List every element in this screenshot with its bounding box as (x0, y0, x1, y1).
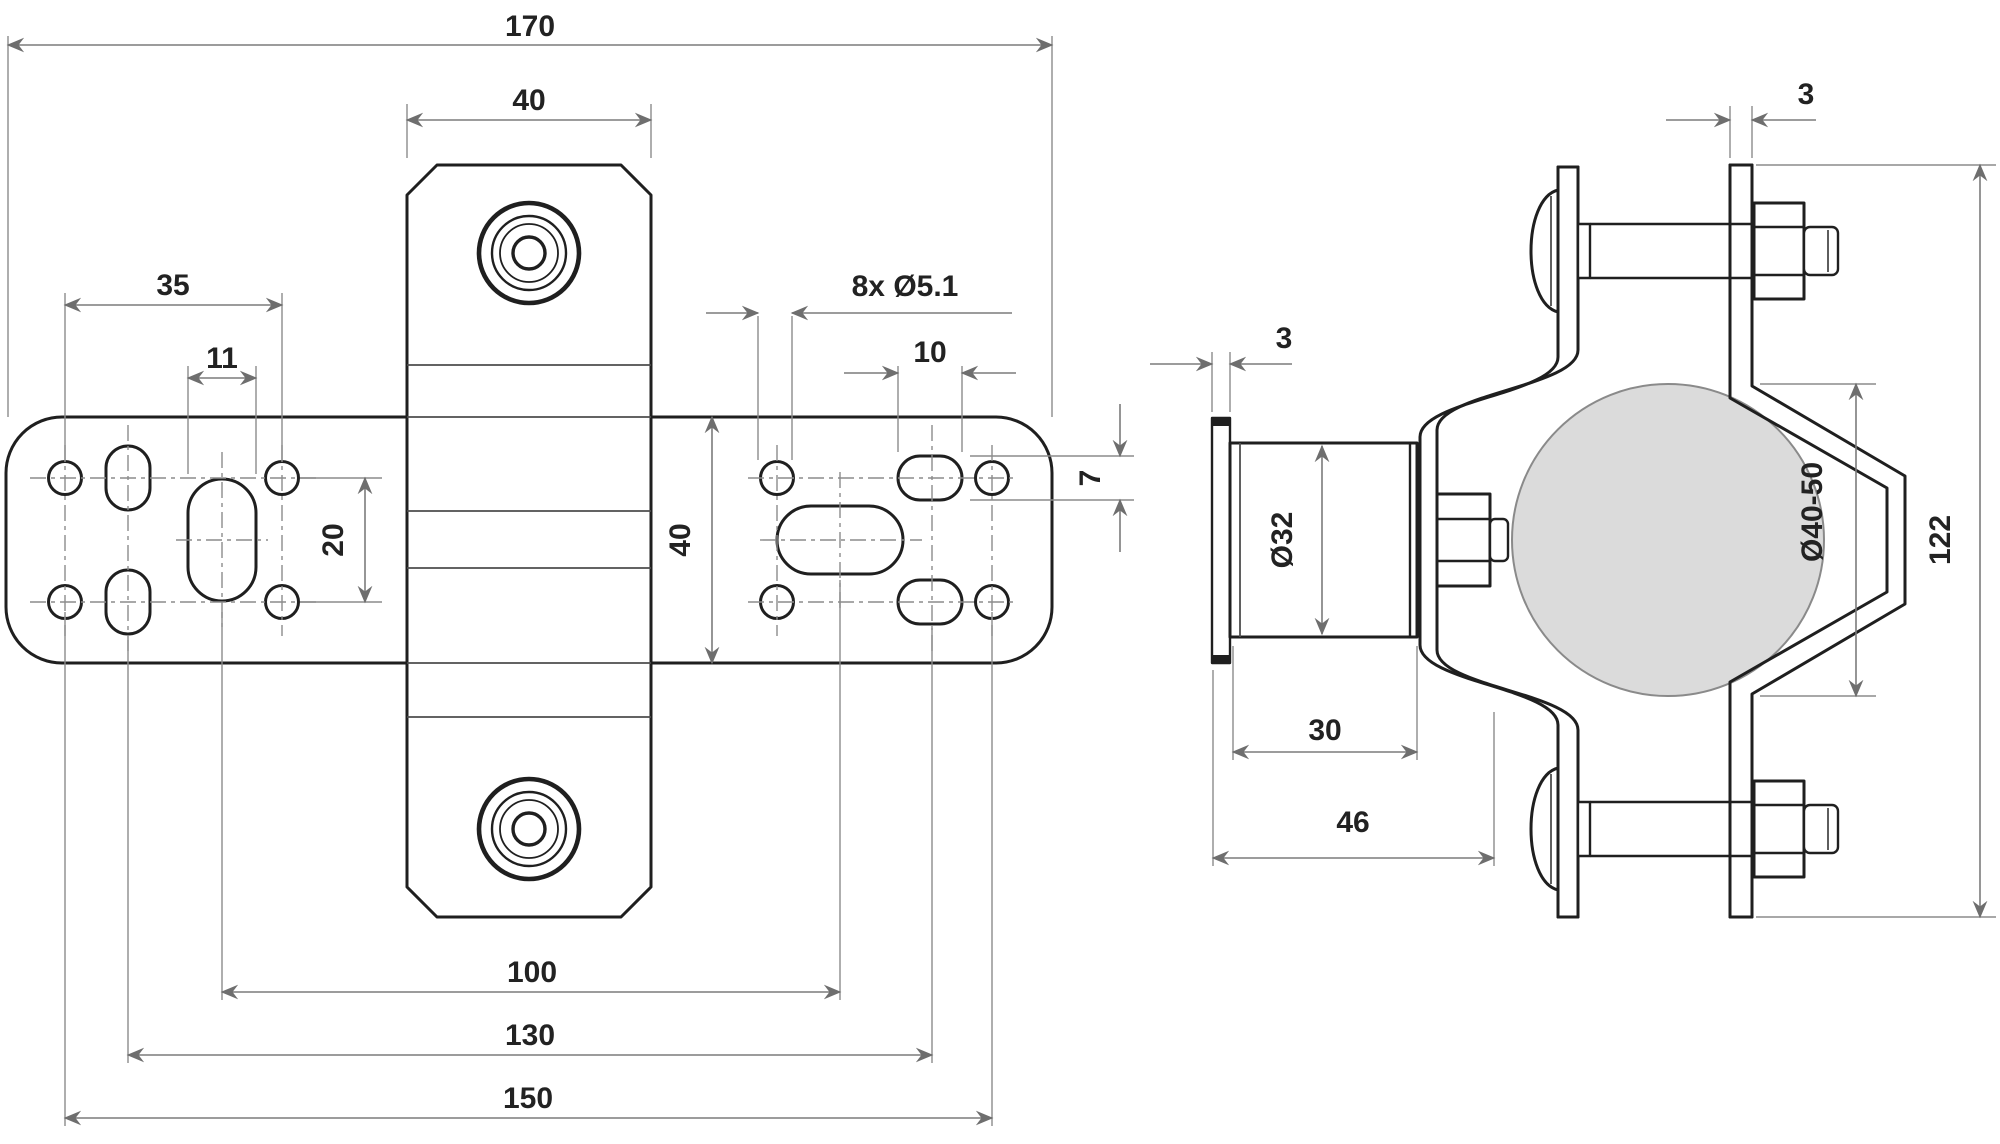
dim-35: 35 (156, 269, 189, 302)
wall-plate-section (1210, 416, 1232, 665)
dim-170: 170 (505, 10, 555, 43)
dim-3-strap: 3 (1798, 78, 1815, 111)
dim-46: 46 (1336, 806, 1369, 839)
dim-7: 7 (1074, 470, 1107, 487)
dim-40-bar: 40 (664, 523, 697, 556)
centerlines (30, 425, 1018, 655)
dim-122: 122 (1924, 515, 1957, 565)
dim-20: 20 (317, 523, 350, 556)
dim-8x51: 8x Ø5.1 (852, 270, 959, 303)
side-view: 3 3 30 46 Ø32 Ø40-50 122 (1150, 78, 1996, 919)
clamp-strap-right (1728, 163, 1907, 919)
dim-10: 10 (913, 336, 946, 369)
pipe-section (1511, 383, 1825, 697)
dim-30: 30 (1308, 714, 1341, 747)
top-bolt-assembly (1529, 188, 1840, 314)
strap-bend-lines (407, 364, 651, 718)
spacer-drum (1228, 441, 1419, 639)
center-nut (1435, 492, 1510, 588)
dim-3-plate: 3 (1276, 322, 1293, 355)
bottom-bolt-icon (476, 776, 582, 882)
dim-11: 11 (206, 342, 238, 375)
clamp-strap-front (405, 163, 653, 919)
dim-d40-50: Ø40-50 (1796, 462, 1829, 562)
front-dimension-lines (6, 37, 1128, 1126)
side-dimension-lines (1150, 112, 1988, 919)
dim-100: 100 (507, 956, 557, 989)
dim-d32: Ø32 (1266, 512, 1299, 569)
dim-150: 150 (503, 1082, 553, 1115)
side-extension-lines (1211, 106, 1996, 918)
dim-40-top: 40 (512, 84, 545, 117)
top-bolt-icon (476, 200, 582, 306)
dim-130: 130 (505, 1019, 555, 1052)
front-view: 170 40 35 11 8x Ø5.1 10 100 130 150 20 4… (4, 10, 1134, 1126)
bottom-bolt-assembly (1529, 766, 1840, 892)
